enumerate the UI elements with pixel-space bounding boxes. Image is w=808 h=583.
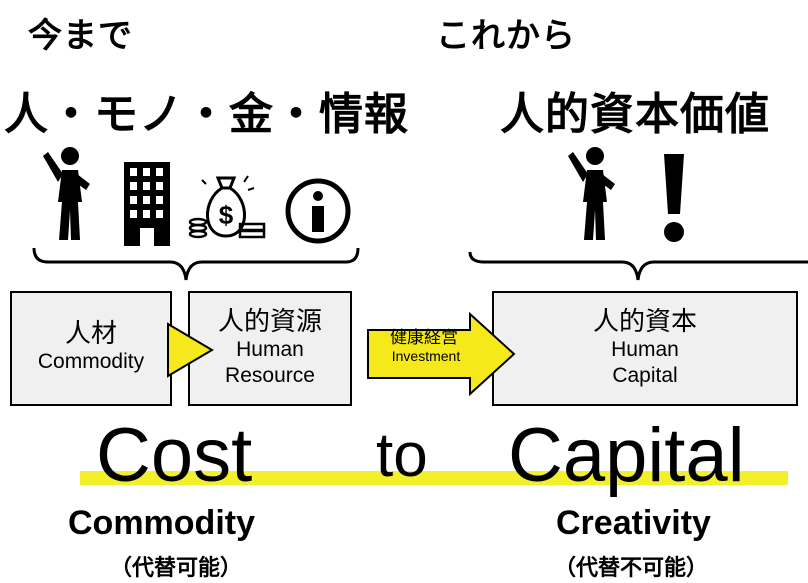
person-icon bbox=[568, 147, 615, 240]
replaceable-caption: （代替可能） bbox=[110, 556, 243, 581]
commodity-caption: Commodity bbox=[68, 504, 255, 542]
capital-word: Capital bbox=[508, 413, 745, 498]
irreplaceable-caption: （代替不可能） bbox=[554, 556, 709, 581]
human-label: Human bbox=[611, 338, 679, 361]
jinzai-box: 人材 Commodity bbox=[10, 291, 172, 406]
money-bag-icon: $ bbox=[188, 175, 266, 239]
jinzai-label: 人材 bbox=[64, 319, 117, 349]
human-capital-box: 人的資本 Human Capital bbox=[492, 291, 798, 406]
to-word: to bbox=[376, 421, 428, 490]
commodity-label: Commodity bbox=[37, 350, 145, 373]
human-resource-jp: 人的資源 bbox=[217, 307, 322, 337]
left-title: 人・モノ・金・情報 bbox=[4, 89, 409, 140]
person-icon bbox=[43, 147, 90, 240]
highlight-stripe bbox=[80, 471, 788, 485]
building-icon bbox=[124, 162, 170, 246]
exclamation-icon bbox=[664, 154, 684, 242]
creativity-caption: Creativity bbox=[556, 504, 711, 542]
resource-label: Resource bbox=[225, 364, 315, 387]
right-title: 人的資本価値 bbox=[500, 89, 770, 140]
human-label: Human bbox=[236, 338, 304, 361]
investment-arrow bbox=[367, 312, 516, 396]
right-heading: これから bbox=[436, 16, 576, 56]
capital-label: Capital bbox=[612, 364, 678, 387]
human-capital-jp: 人的資本 bbox=[592, 307, 697, 337]
human-resource-box: 人的資源 Human Resource bbox=[188, 291, 352, 406]
left-heading: 今まで bbox=[28, 16, 133, 56]
yellow-triangle-arrow bbox=[167, 322, 214, 378]
investment-label: Investment bbox=[391, 348, 461, 364]
info-icon bbox=[285, 178, 351, 244]
svg-text:$: $ bbox=[219, 200, 234, 230]
kenko-keiei-label: 健康経営 bbox=[390, 328, 458, 348]
cost-word: Cost bbox=[96, 413, 253, 498]
